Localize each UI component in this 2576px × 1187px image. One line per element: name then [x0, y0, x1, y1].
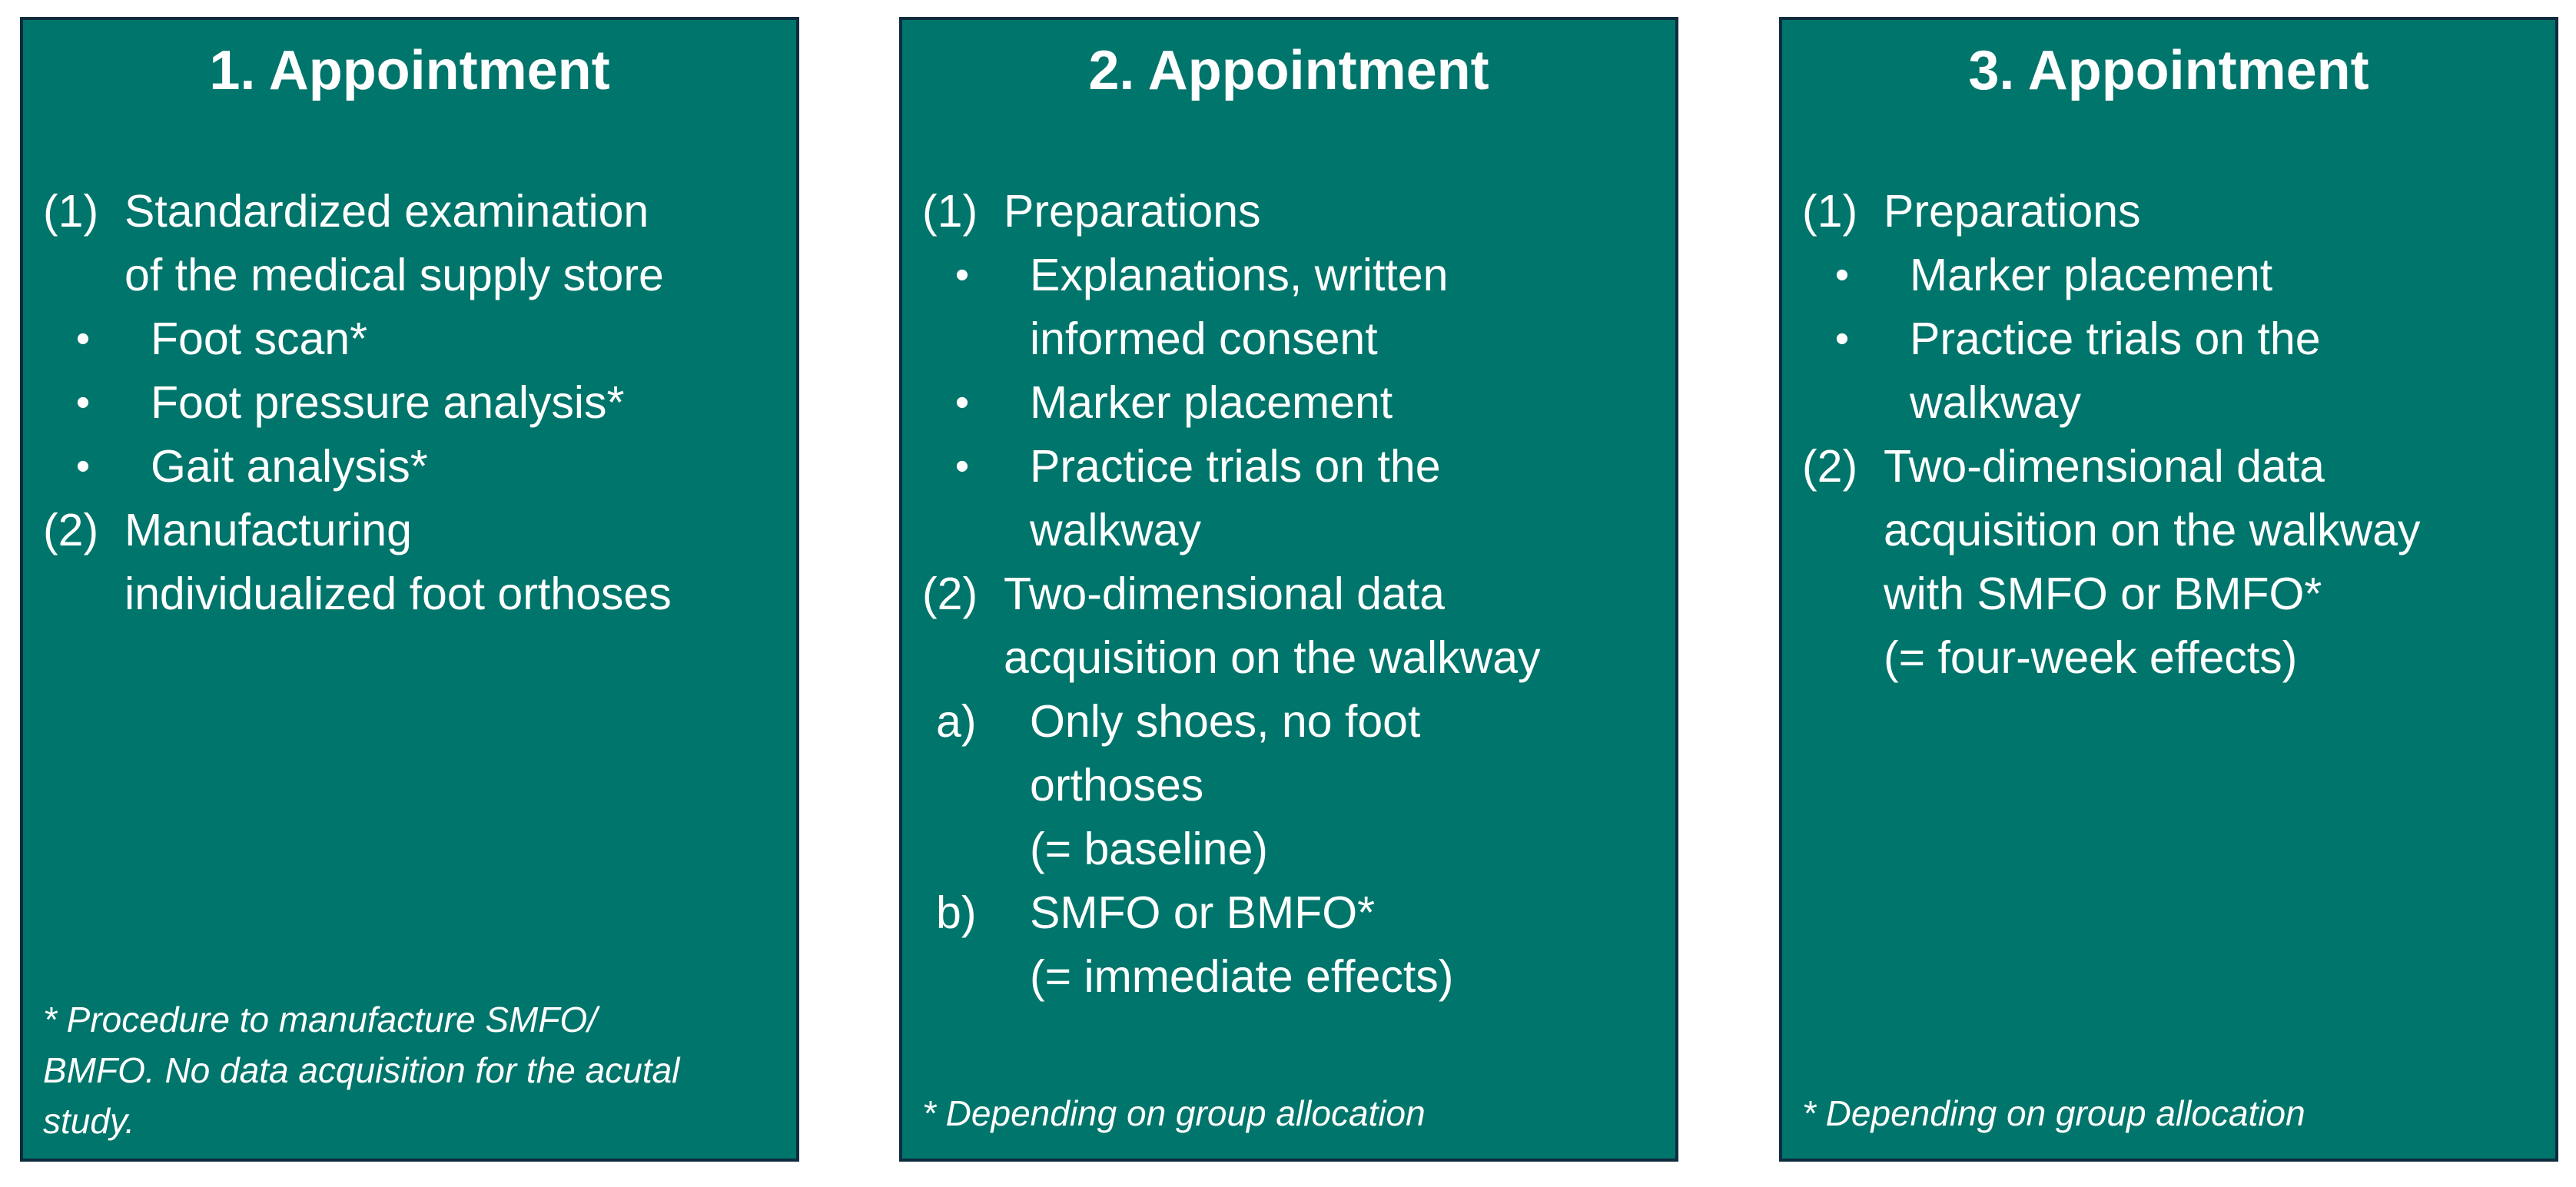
bullet-text: informed consent	[1030, 313, 1378, 364]
step-number: (2)	[43, 505, 99, 555]
bullet-list: • Foot scan* • Foot pressure analysis* •…	[43, 307, 788, 499]
footnote-line: BMFO. No data acquisition for the acutal	[43, 1050, 680, 1090]
bullet-text: Marker placement	[1030, 377, 1393, 428]
bullet-icon: •	[75, 380, 91, 425]
bullet-text: Practice trials on the	[1030, 441, 1441, 492]
bullet-icon: •	[1834, 253, 1850, 297]
item-text: (= immediate effects)	[1030, 951, 1454, 1002]
bullet-text: walkway	[1030, 505, 1201, 555]
step-number: (2)	[1802, 441, 1858, 492]
step-text-line: Two-dimensional data	[1004, 569, 1445, 619]
bullet-list: • Marker placement • Practice trials on …	[1802, 244, 2548, 435]
appointment-3-content: (1) Preparations • Marker placement • Pr…	[1802, 180, 2548, 690]
footnote: * Depending on group allocation	[1802, 1088, 2540, 1139]
step-text-line: Preparations	[1884, 186, 2141, 237]
appointment-1-content: (1) Standardized examination of the medi…	[43, 180, 788, 626]
bullet-text: Explanations, written	[1030, 250, 1449, 300]
footnote-line: study.	[43, 1101, 135, 1141]
step-text-line: Standardized examination	[124, 186, 649, 237]
list-item: • Marker placement	[922, 371, 1668, 435]
bullet-text: Gait analysis*	[151, 441, 428, 492]
list-item: • Explanations, written informed consent	[922, 244, 1668, 371]
step-text-line: acquisition on the walkway	[1004, 632, 1541, 683]
bullet-text: Practice trials on the	[1910, 313, 2321, 364]
appointment-1-title: 1. Appointment	[209, 40, 610, 101]
appointment-3-panel: 3. Appointment (1) Preparations • Marker…	[1779, 17, 2558, 1162]
step-number: (1)	[1802, 186, 1858, 237]
list-item: • Practice trials on the walkway	[922, 435, 1668, 562]
bullet-icon: •	[954, 380, 970, 425]
list-item: a) Only shoes, no foot orthoses (= basel…	[922, 690, 1668, 881]
item-text: SMFO or BMFO*	[1030, 887, 1376, 938]
bullet-icon: •	[75, 317, 91, 361]
bullet-text: Foot scan*	[151, 313, 368, 364]
list-item: • Practice trials on the walkway	[1802, 307, 2548, 435]
bullet-text: Foot pressure analysis*	[151, 377, 625, 428]
step-2: (2) Two-dimensional data acquisition on …	[922, 562, 1668, 690]
footnote-line: * Procedure to manufacture SMFO/	[43, 1000, 597, 1039]
appointment-2-panel: 2. Appointment (1) Preparations • Explan…	[899, 17, 1678, 1162]
item-text: orthoses	[1030, 760, 1204, 811]
footnote-line: * Depending on group allocation	[922, 1093, 1426, 1133]
step-2: (2) Manufacturing individualized foot or…	[43, 499, 788, 626]
footnote-line: * Depending on group allocation	[1802, 1093, 2305, 1133]
bullet-icon: •	[954, 444, 970, 489]
list-item: b) SMFO or BMFO* (= immediate effects)	[922, 881, 1668, 1009]
list-item: • Gait analysis*	[43, 435, 788, 499]
bullet-icon: •	[75, 444, 91, 489]
step-text-line: Manufacturing	[124, 505, 412, 555]
step-text-line: Preparations	[1004, 186, 1261, 237]
step-number: (1)	[922, 186, 978, 237]
step-text-line: acquisition on the walkway	[1884, 505, 2421, 555]
step-number: (2)	[922, 569, 978, 619]
lettered-list: a) Only shoes, no foot orthoses (= basel…	[922, 690, 1668, 1009]
item-text: Only shoes, no foot	[1030, 696, 1421, 747]
step-1: (1) Standardized examination of the medi…	[43, 180, 788, 307]
item-letter: b)	[936, 887, 977, 938]
step-text-line: of the medical supply store	[124, 250, 664, 300]
step-1: (1) Preparations	[922, 180, 1668, 244]
step-number: (1)	[43, 186, 99, 237]
item-letter: a)	[936, 696, 977, 747]
step-text-line: with SMFO or BMFO*	[1884, 569, 2322, 619]
item-text: (= baseline)	[1030, 824, 1268, 874]
footnote: * Procedure to manufacture SMFO/ BMFO. N…	[43, 994, 781, 1146]
bullet-icon: •	[954, 253, 970, 297]
step-1: (1) Preparations	[1802, 180, 2548, 244]
step-text-line: individualized foot orthoses	[124, 569, 672, 619]
bullet-list: • Explanations, written informed consent…	[922, 244, 1668, 562]
bullet-icon: •	[1834, 317, 1850, 361]
bullet-text: walkway	[1910, 377, 2081, 428]
step-text-line: (= four-week effects)	[1884, 632, 2298, 683]
appointment-2-content: (1) Preparations • Explanations, written…	[922, 180, 1668, 1009]
list-item: • Foot scan*	[43, 307, 788, 371]
step-text-line: Two-dimensional data	[1884, 441, 2325, 492]
bullet-text: Marker placement	[1910, 250, 2273, 300]
step-2: (2) Two-dimensional data acquisition on …	[1802, 435, 2548, 690]
list-item: • Marker placement	[1802, 244, 2548, 307]
list-item: • Foot pressure analysis*	[43, 371, 788, 435]
appointment-2-title: 2. Appointment	[1088, 40, 1489, 101]
footnote: * Depending on group allocation	[922, 1088, 1660, 1139]
appointment-1-panel: 1. Appointment (1) Standardized examinat…	[20, 17, 799, 1162]
appointment-3-title: 3. Appointment	[1968, 40, 2369, 101]
